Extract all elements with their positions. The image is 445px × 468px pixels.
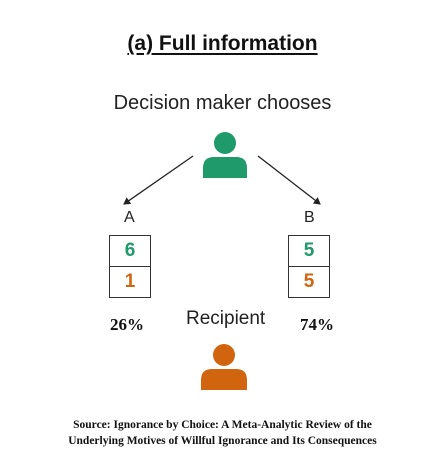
option-a-recipient-payoff: 1 [109,265,151,298]
option-a-label: A [124,209,135,226]
option-b-percent: 74% [300,315,334,334]
decision-maker-person-icon [203,132,247,178]
arrow-to-b [257,155,321,205]
option-b-label: B [304,209,315,226]
option-a-percent: 26% [110,315,144,334]
recipient-label: Recipient [186,308,266,329]
option-b-recipient-payoff: 5 [288,265,330,298]
decision-maker-label: Decision maker chooses [113,92,332,114]
option-a-decision-maker-payoff: 6 [109,235,151,267]
source-line-2: Underlying Motives of Willful Ignorance … [68,435,377,447]
source-caption: Source: Ignorance by Choice: A Meta-Anal… [0,417,445,449]
arrow-to-a [123,155,194,205]
option-b-decision-maker-payoff: 5 [288,235,330,267]
source-line-1: Source: Ignorance by Choice: A Meta-Anal… [73,419,372,431]
figure-title: (a) Full information [127,32,318,55]
recipient-person-icon [201,344,247,390]
